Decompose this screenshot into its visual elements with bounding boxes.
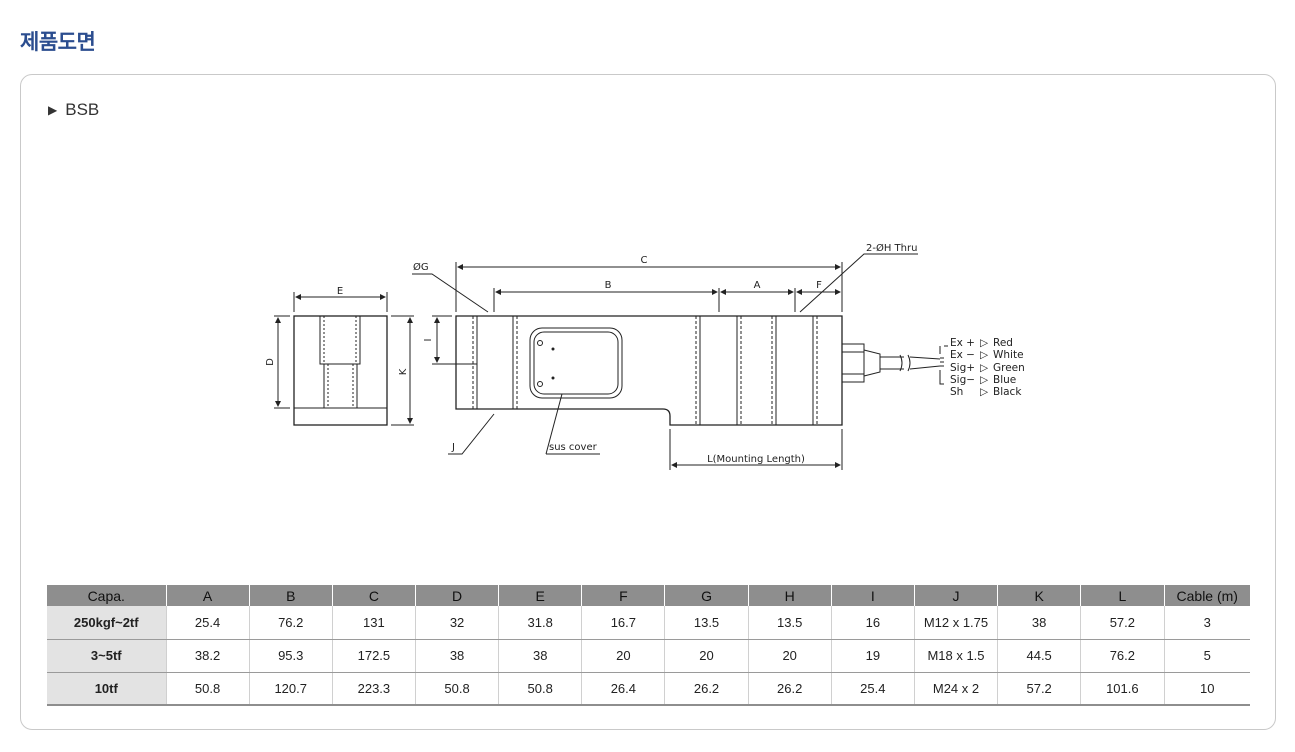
table-cell: M24 x 2 <box>913 672 998 706</box>
triangle-right-icon: ▶ <box>48 103 58 117</box>
table-row: 10tf 50.8 120.7 223.3 50.8 50.8 26.4 26.… <box>47 672 1250 706</box>
column-header: A <box>165 585 250 606</box>
table-cell: 31.8 <box>498 606 582 640</box>
table-cell: 50.8 <box>414 672 499 706</box>
page-title: 제품도면 <box>20 30 96 54</box>
table-cell: 13.5 <box>664 606 749 640</box>
column-header: E <box>498 585 582 606</box>
table-cell: 57.2 <box>1080 606 1164 640</box>
table-cell: 5 <box>1163 639 1250 673</box>
table-cell: 3 <box>1163 606 1250 640</box>
table-cell: 13.5 <box>747 606 832 640</box>
column-header: Capa. <box>47 585 166 606</box>
table-cell: 120.7 <box>248 672 333 706</box>
model-label: ▶ BSB <box>48 100 99 120</box>
table-cell: 76.2 <box>248 606 333 640</box>
table-cell: 16.7 <box>581 606 665 640</box>
table-cell: 38 <box>498 639 582 673</box>
table-cell: 26.2 <box>747 672 832 706</box>
row-capacity: 3~5tf <box>47 639 166 673</box>
table-cell: 38 <box>997 606 1081 640</box>
table-header-row: Capa. A B C D E F G H I J K L Cable (m) <box>47 585 1250 606</box>
table-cell: 223.3 <box>331 672 416 706</box>
table-cell: 95.3 <box>248 639 333 673</box>
table-cell: 57.2 <box>997 672 1081 706</box>
table-row: 3~5tf 38.2 95.3 172.5 38 38 20 20 20 19 … <box>47 639 1250 673</box>
table-cell: 20 <box>664 639 749 673</box>
column-header: K <box>997 585 1081 606</box>
table-cell: 20 <box>581 639 665 673</box>
column-header: C <box>331 585 416 606</box>
column-header: F <box>581 585 665 606</box>
model-name: BSB <box>65 100 100 119</box>
row-capacity: 250kgf~2tf <box>47 606 166 640</box>
table-cell: 131 <box>331 606 416 640</box>
table-cell: 19 <box>830 639 915 673</box>
table-cell: 101.6 <box>1080 672 1164 706</box>
table-cell: 26.4 <box>581 672 665 706</box>
table-cell: 76.2 <box>1080 639 1164 673</box>
table-cell: 26.2 <box>664 672 749 706</box>
table-cell: 50.8 <box>165 672 250 706</box>
row-capacity: 10tf <box>47 672 166 706</box>
table-cell: 50.8 <box>498 672 582 706</box>
table-cell: 172.5 <box>331 639 416 673</box>
column-header: J <box>913 585 998 606</box>
table-cell: 25.4 <box>830 672 915 706</box>
table-cell: 16 <box>830 606 915 640</box>
table-row: 250kgf~2tf 25.4 76.2 131 32 31.8 16.7 13… <box>47 606 1250 640</box>
table-cell: 10 <box>1163 672 1250 706</box>
column-header: G <box>664 585 749 606</box>
table-cell: 32 <box>414 606 499 640</box>
column-header: I <box>830 585 915 606</box>
column-header: D <box>414 585 499 606</box>
table-cell: M18 x 1.5 <box>913 639 998 673</box>
spec-table: Capa. A B C D E F G H I J K L Cable (m) … <box>47 585 1250 706</box>
column-header: L <box>1080 585 1164 606</box>
column-header: Cable (m) <box>1163 585 1250 606</box>
column-header: B <box>248 585 333 606</box>
table-cell: 25.4 <box>165 606 250 640</box>
column-header: H <box>747 585 832 606</box>
table-cell: 44.5 <box>997 639 1081 673</box>
table-cell: 38.2 <box>165 639 250 673</box>
table-cell: M12 x 1.75 <box>913 606 998 640</box>
table-cell: 38 <box>414 639 499 673</box>
table-cell: 20 <box>747 639 832 673</box>
